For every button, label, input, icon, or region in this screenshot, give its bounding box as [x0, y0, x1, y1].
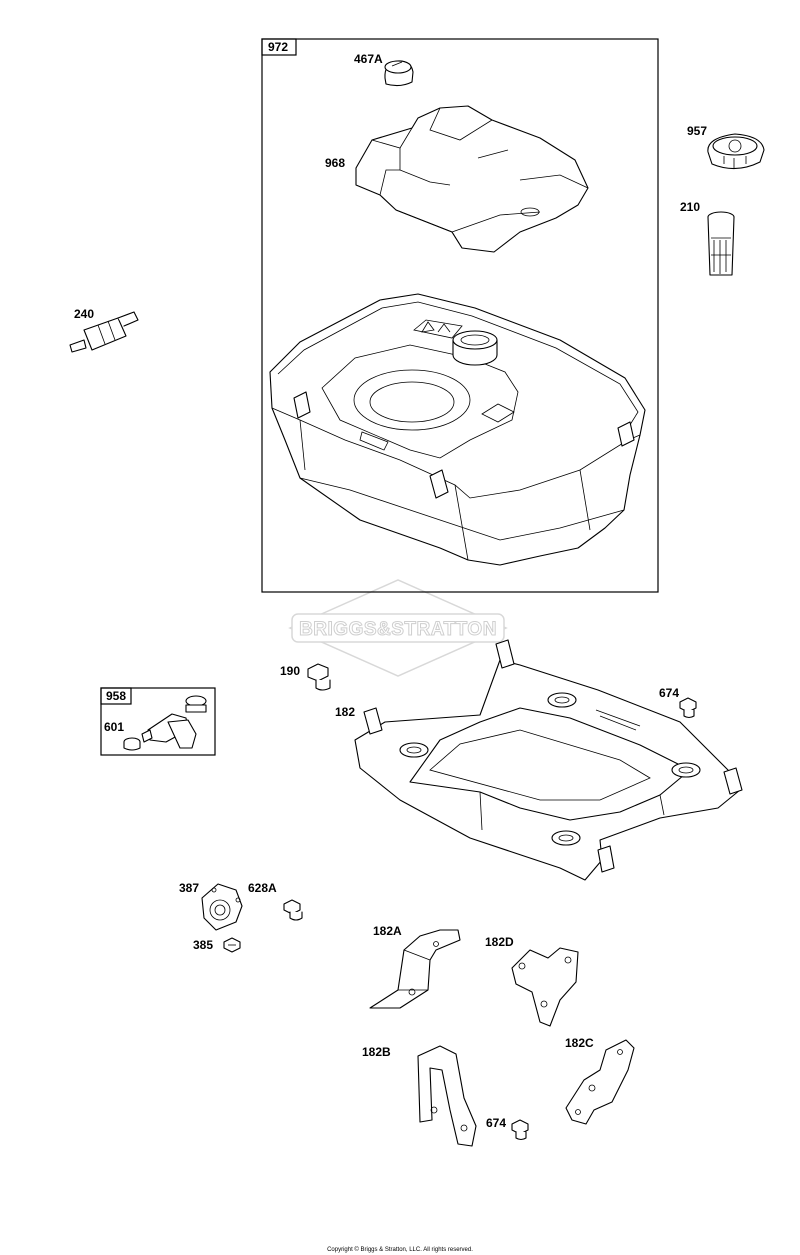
part-182a-bracket-icon [369, 929, 461, 1009]
part-182d-bracket-icon [511, 947, 579, 1027]
callout-182a: 182A [373, 924, 402, 938]
part-210-strainer-icon [707, 211, 735, 276]
part-240-fuel-filter-icon [69, 311, 139, 353]
callout-467a: 467A [354, 52, 383, 66]
assembly-box-958: 958 [100, 687, 216, 756]
part-387-pump-icon [201, 883, 243, 931]
callout-labels: 467A 968 957 210 240 190 182 674 601 387… [74, 52, 707, 1130]
callout-182c: 182C [565, 1036, 594, 1050]
callout-957: 957 [687, 124, 707, 138]
callout-968: 968 [325, 156, 345, 170]
callout-240: 240 [74, 307, 94, 321]
callout-628a: 628A [248, 881, 277, 895]
part-628a-bolt-icon [283, 899, 303, 921]
part-467a-icon [384, 60, 414, 87]
assembly-label-972: 972 [268, 40, 288, 54]
fuel-tank-icon [269, 293, 646, 566]
callout-387: 387 [179, 881, 199, 895]
part-957-fuel-cap-icon [707, 133, 765, 170]
callout-182b: 182B [362, 1045, 391, 1059]
callout-210: 210 [680, 200, 700, 214]
part-182b-bracket-icon [417, 1045, 477, 1147]
callout-601: 601 [104, 720, 124, 734]
callout-385: 385 [193, 938, 213, 952]
watermark-text: BRIGGS&STRATTON [299, 619, 497, 640]
callout-182d: 182D [485, 935, 514, 949]
brand-watermark: BRIGGS&STRATTON [288, 579, 508, 677]
callout-190: 190 [280, 664, 300, 678]
assembly-label-958: 958 [106, 689, 126, 703]
part-190-bolt-icon [307, 663, 331, 691]
callout-674-lower: 674 [486, 1116, 506, 1130]
part-182-frame-icon [354, 639, 743, 881]
part-674-lower-nut-icon [511, 1119, 529, 1141]
copyright-notice: Copyright © Briggs & Stratton, LLC. All … [327, 1246, 473, 1253]
part-958-fuel-valve-icon [123, 695, 207, 751]
part-182c-bracket-icon [565, 1039, 635, 1125]
callout-182: 182 [335, 705, 355, 719]
assembly-box-972: 972 [261, 38, 659, 593]
callout-674: 674 [659, 686, 679, 700]
part-674-nut-icon [679, 697, 697, 719]
part-968-cover-icon [355, 105, 589, 253]
part-385-screw-icon [223, 937, 241, 953]
